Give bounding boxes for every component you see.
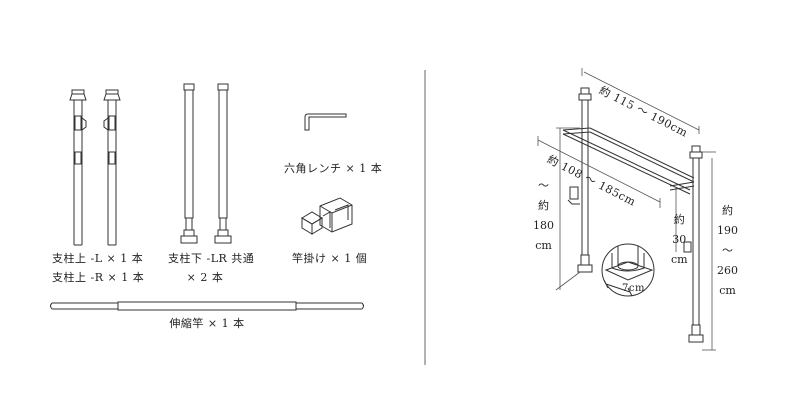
label-upper-post-right: 支柱上 -R × 1 本 xyxy=(52,271,145,284)
dim-left-height-1: ～ xyxy=(538,179,549,192)
dim-right-height-1: 約 xyxy=(722,204,733,217)
hex-wrench xyxy=(304,113,347,131)
lower-post-2 xyxy=(214,83,232,244)
dim-right-height-5: cm xyxy=(719,284,736,297)
dim-hanger-offset-2: 30 xyxy=(672,233,687,246)
dim-left-height-2: 約 xyxy=(538,199,549,212)
dim-right-height-3: ～ xyxy=(722,244,733,257)
dim-hanger-offset: 約 30 cm xyxy=(671,214,688,274)
base-detail xyxy=(601,243,655,297)
dim-left-height-4: cm xyxy=(535,239,552,252)
dimension-lines xyxy=(537,68,716,351)
upper-post-right xyxy=(103,89,121,246)
dim-hanger-offset-3: cm xyxy=(671,253,688,266)
pole-hanger xyxy=(301,197,353,235)
dim-right-height: 約 190 ～ 260 cm xyxy=(717,205,738,305)
dim-right-height-4: 260 xyxy=(717,264,738,277)
label-pole-hanger: 竿掛け × 1 個 xyxy=(292,252,368,265)
lower-post-1 xyxy=(180,83,198,244)
label-hex-wrench: 六角レンチ × 1 本 xyxy=(284,162,383,175)
telescopic-pole-drawing xyxy=(50,301,364,311)
dim-left-height-3: 180 xyxy=(533,219,554,232)
label-lower-post: 支柱下 -LR 共通 xyxy=(168,252,255,265)
assembled-rack xyxy=(562,87,704,343)
dim-right-height-2: 190 xyxy=(717,224,738,237)
label-lower-post-qty: × 2 本 xyxy=(186,271,224,284)
upper-post-left xyxy=(69,89,87,246)
dim-hanger-offset-1: 約 xyxy=(673,213,685,226)
dim-left-height: ～ 約 180 cm xyxy=(533,180,554,260)
label-upper-post-left: 支柱上 -L × 1 本 xyxy=(52,252,144,265)
label-telescopic-pole: 伸縮竿 × 1 本 xyxy=(169,317,245,330)
dim-base-size: 7cm xyxy=(622,283,645,294)
